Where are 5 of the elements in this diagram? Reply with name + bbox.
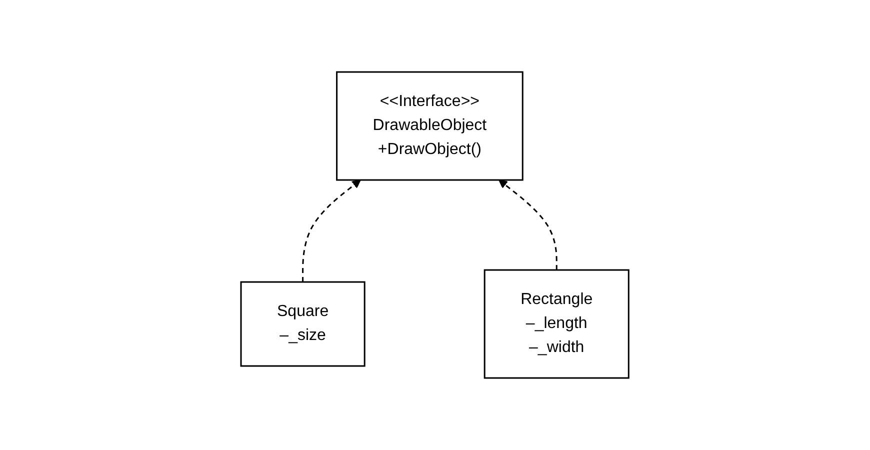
arrow	[302, 180, 362, 282]
arrow	[498, 180, 558, 270]
node-box: Square –_size	[240, 281, 366, 367]
node-box: <<Interface>> DrawableObject +DrawObject()	[336, 71, 524, 181]
node-box: Rectangle –_length –_width	[484, 269, 630, 379]
